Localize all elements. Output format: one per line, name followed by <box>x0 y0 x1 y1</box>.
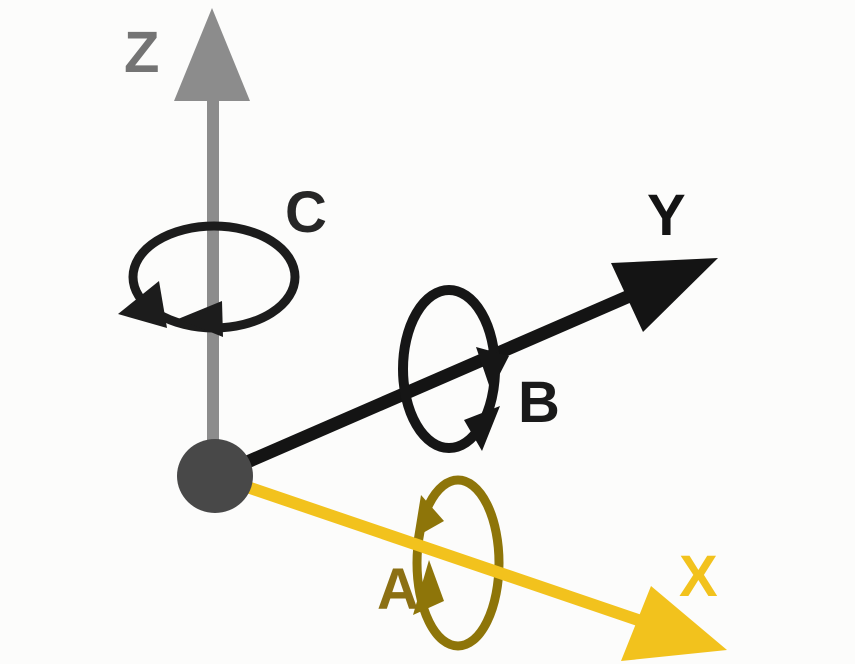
x-axis-line <box>213 470 646 628</box>
b-rotation-arrowhead-bottom-icon <box>464 406 500 451</box>
z-axis-arrowhead-icon <box>174 8 250 101</box>
x-axis-arrowhead-icon <box>621 586 727 661</box>
c-rotation-label: C <box>285 180 327 245</box>
c-rotation-arrowhead-bottom-icon <box>178 301 223 337</box>
y-axis-label: Y <box>647 183 686 248</box>
a-rotation-arrowhead-top-icon <box>414 495 444 538</box>
b-rotation-arrowhead-top-icon <box>476 347 509 391</box>
c-rotation-arrowhead-left-icon <box>118 281 167 328</box>
x-axis-label: X <box>679 544 718 609</box>
b-rotation-label: B <box>518 370 560 435</box>
origin-joint <box>177 439 253 513</box>
a-rotation-label: A <box>377 557 419 622</box>
y-axis-line <box>212 288 637 482</box>
y-axis-arrowhead-icon <box>611 258 718 332</box>
a-rotation-arrowhead-bottom-icon <box>413 560 444 615</box>
z-axis-label: Z <box>124 20 159 85</box>
a-rotation-ellipse <box>412 475 504 651</box>
